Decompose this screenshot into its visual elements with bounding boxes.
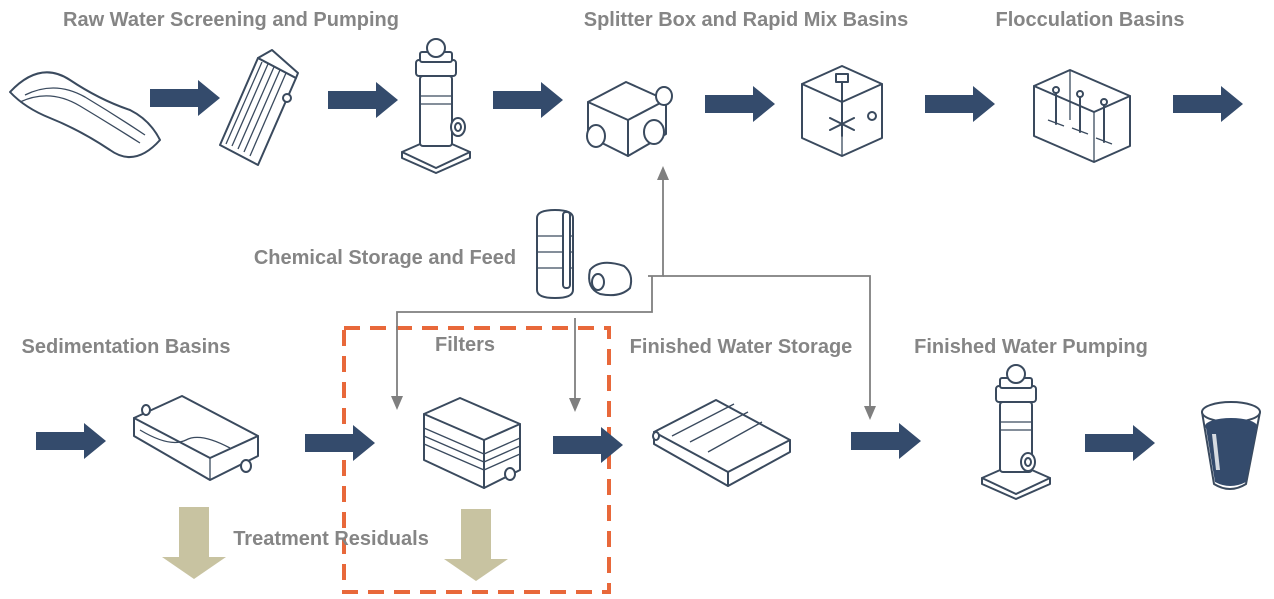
filter-icon <box>423 397 521 489</box>
residual-arrow-filters <box>444 509 508 581</box>
label-finished-storage: Finished Water Storage <box>630 336 853 358</box>
label-filters: Filters <box>435 334 495 356</box>
flow-arrow-10 <box>851 423 921 459</box>
finished-water-pump-icon <box>981 364 1051 500</box>
label-finished-pumping: Finished Water Pumping <box>914 336 1148 358</box>
label-sedimentation: Sedimentation Basins <box>22 336 231 358</box>
label-flocculation: Flocculation Basins <box>996 9 1185 31</box>
residual-arrow-sedimentation <box>162 507 226 579</box>
flow-arrow-3 <box>493 82 563 118</box>
rapid-mix-basin-icon <box>801 65 883 157</box>
filters-highlight-box <box>342 326 611 594</box>
raw-water-pump-icon <box>401 38 471 174</box>
finished-water-storage-icon <box>652 399 791 487</box>
flow-arrow-5 <box>925 86 995 122</box>
flow-arrow-4 <box>705 86 775 122</box>
screen-icon <box>9 71 161 159</box>
sedimentation-basin-icon <box>133 395 259 481</box>
label-splitter-rapid-mix: Splitter Box and Rapid Mix Basins <box>584 9 909 31</box>
splitter-box-icon <box>586 81 673 157</box>
flow-arrow-9 <box>553 427 623 463</box>
flow-arrow-7 <box>36 423 106 459</box>
chemical-feed-lines <box>391 166 876 420</box>
drinking-water-glass-icon <box>1201 401 1261 490</box>
flow-arrow-8 <box>305 425 375 461</box>
flocculation-basin-icon <box>1033 69 1131 163</box>
flow-arrow-1 <box>150 80 220 116</box>
chemical-storage-icon <box>536 209 633 299</box>
bar-rack-icon <box>219 49 299 166</box>
flow-arrow-6 <box>1173 86 1243 122</box>
flow-arrow-11 <box>1085 425 1155 461</box>
label-chemical-storage: Chemical Storage and Feed <box>254 247 516 269</box>
label-treatment-residuals: Treatment Residuals <box>233 528 429 550</box>
flow-arrow-2 <box>328 82 398 118</box>
label-raw-water: Raw Water Screening and Pumping <box>63 9 399 31</box>
